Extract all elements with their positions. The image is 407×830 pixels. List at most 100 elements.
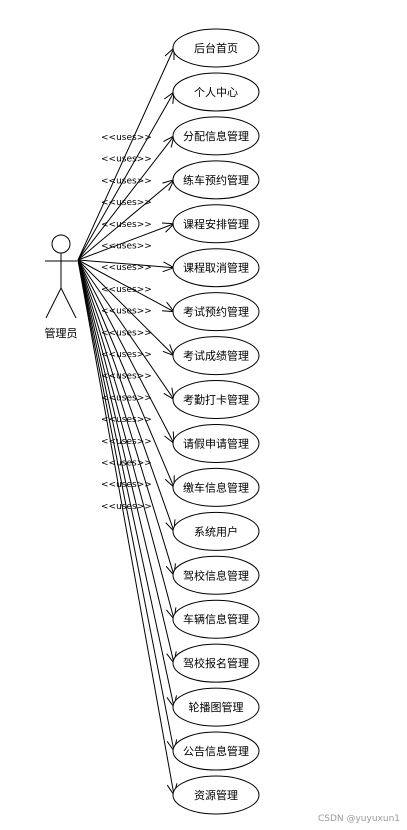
uses-label: <<uses>> [101,133,152,143]
watermark-text: CSDN @yuyuxun1 [318,814,400,824]
actor-leg-left [45,287,62,319]
use-case-ellipse [172,467,260,507]
actor-head [51,234,71,254]
use-case: 考试成绩管理 [172,336,260,376]
use-case-label: 分配信息管理 [183,129,249,143]
use-case-label: 请假申请管理 [183,436,249,450]
use-case: 资源管理 [172,775,260,815]
uses-label: <<uses>> [101,459,152,469]
actor-admin: 管理员 [45,234,78,340]
association-line [77,259,175,664]
association-line [77,91,175,261]
uses-labels: <<uses>> <<uses>> <<uses>> <<uses>> <<uses>>… [101,133,152,512]
use-case-ellipse [172,204,260,244]
association-line [77,47,175,261]
use-case: 个人中心 [172,72,260,112]
use-case-ellipse [172,423,260,463]
use-case-ellipse [172,511,260,551]
association-line [77,259,175,576]
use-case-label: 资源管理 [194,788,238,802]
use-case-label: 考勤打卡管理 [183,393,249,407]
association-line [77,259,175,708]
use-case-label: 系统用户 [194,524,238,538]
use-case: 练车预约管理 [172,160,260,200]
uses-label: <<uses>> [101,285,152,295]
use-case: 请假申请管理 [172,423,260,463]
use-case-ellipse [172,336,260,376]
association-line [77,259,175,444]
association-line [77,223,175,261]
use-case-label: 课程取消管理 [183,261,249,275]
uses-label: <<uses>> [101,155,152,165]
use-case-label: 考试成绩管理 [183,349,249,363]
association-line [77,259,175,269]
use-case-ellipse [172,687,260,727]
association-line [77,259,175,752]
actor-label: 管理员 [45,326,78,340]
use-case-ellipse [172,555,260,595]
use-case-ellipse [172,731,260,771]
use-case-ellipse [172,599,260,639]
use-case: 驾校信息管理 [172,555,260,595]
uses-label: <<uses>> [101,393,152,403]
use-case: 课程取消管理 [172,248,260,288]
use-case-label: 个人中心 [194,86,238,99]
use-case-label: 后台首页 [194,41,238,55]
use-case-label: 课程安排管理 [183,217,249,231]
use-case: 公告信息管理 [172,731,260,771]
use-case: 考试预约管理 [172,292,260,332]
use-case-ellipse [172,643,260,683]
uses-label: <<uses>> [101,372,152,382]
use-case-list: 后台首页个人中心分配信息管理练车预约管理课程安排管理课程取消管理考试预约管理考试… [172,28,260,815]
uses-label: <<uses>> [101,328,152,338]
association-line [77,259,175,488]
association-lines [77,46,178,797]
use-case-label: 缴车信息管理 [183,480,249,494]
use-case-label: 练车预约管理 [183,173,249,187]
association-line [77,179,175,261]
uses-label: <<uses>> [101,242,152,252]
uses-label: <<uses>> [101,176,152,186]
use-case-label: 车辆信息管理 [183,612,249,626]
association-line [77,259,175,313]
use-case: 轮播图管理 [172,687,260,727]
use-case-ellipse [172,380,260,420]
use-case-label: 驾校信息管理 [183,568,249,582]
use-case: 后台首页 [172,28,260,68]
uses-label: <<uses>> [101,220,152,230]
use-case-ellipse [172,160,260,200]
use-case-label: 公告信息管理 [183,744,249,758]
uses-label: <<uses>> [101,415,152,425]
association-line [77,259,175,620]
uses-label: <<uses>> [101,198,152,208]
actor-leg-right [60,287,77,319]
use-case-label: 考试预约管理 [183,305,249,319]
use-case: 系统用户 [172,511,260,551]
use-case-ellipse [172,28,260,68]
use-case: 缴车信息管理 [172,467,260,507]
association-line [77,135,175,261]
uses-label: <<uses>> [101,350,152,360]
use-case-label: 轮播图管理 [189,700,244,714]
association-line [77,259,175,400]
association-line [77,259,175,796]
use-case: 车辆信息管理 [172,599,260,639]
use-case-label: 驾校报名管理 [183,656,249,670]
use-case: 分配信息管理 [172,116,260,156]
uses-label: <<uses>> [101,307,152,317]
uses-label: <<uses>> [101,480,152,490]
use-case: 驾校报名管理 [172,643,260,683]
uses-label: <<uses>> [101,437,152,447]
use-case-ellipse [172,72,260,112]
association-line [77,259,175,532]
use-case-ellipse [172,116,260,156]
association-line [77,259,175,356]
uses-label: <<uses>> [101,263,152,273]
use-case-ellipse [172,248,260,288]
use-case: 课程安排管理 [172,204,260,244]
use-case: 考勤打卡管理 [172,380,260,420]
use-case-ellipse [172,292,260,332]
uses-label: <<uses>> [101,502,152,512]
use-case-ellipse [172,775,260,815]
